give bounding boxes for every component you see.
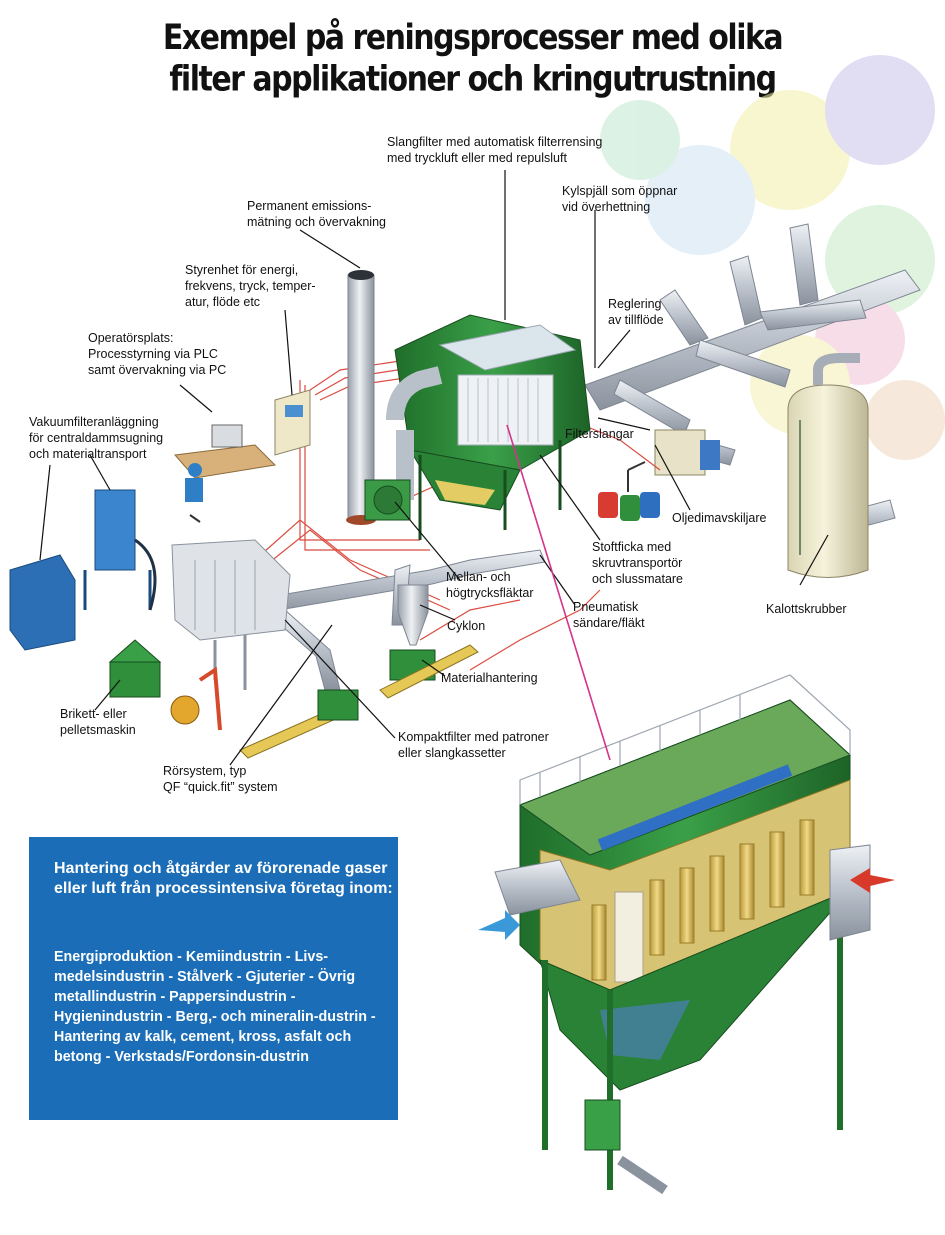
leader-lines — [39, 170, 829, 766]
compact-filter — [171, 539, 359, 721]
barrels — [598, 461, 660, 521]
briquette-machine — [108, 639, 222, 731]
page-title-line2: filter applikationer och kringutrustning — [169, 59, 777, 100]
page-title: Exempel på reningsprocesser med olika fi… — [0, 18, 945, 101]
label-materialhantering: Materialhantering — [441, 671, 538, 685]
label-brikett: Brikett- eller pelletsmaskin — [60, 707, 136, 737]
label-flaktar: Mellan- och högtrycksfläktar — [446, 570, 534, 600]
label-reglering: Reglering av tillflöde — [608, 297, 664, 327]
label-cyklon: Cyklon — [447, 619, 486, 633]
kalottskrubber-tower — [787, 353, 869, 578]
label-filterslangar: Filterslangar — [565, 427, 634, 441]
fan-unit — [364, 479, 411, 521]
label-vakuum: Vakuumfilteranläggning för centraldammsu… — [29, 415, 164, 461]
industry-info-box: Hantering och åtgärder av förorenade gas… — [29, 837, 398, 1120]
label-oljedimavskiljare: Oljedimavskiljare — [672, 511, 767, 525]
label-kalottskrubber: Kalottskrubber — [766, 602, 847, 616]
label-kompaktfilter: Kompaktfilter med patroner eller slangka… — [398, 730, 549, 760]
main-baghouse — [386, 314, 591, 540]
label-slangfilter: Slangfilter med automatisk filterrensing… — [387, 135, 603, 165]
operator-workstation — [174, 424, 277, 523]
cutaway-filter — [478, 674, 895, 1195]
label-kylspjall: Kylspjäll som öppnar vid överhettning — [562, 184, 678, 214]
label-styrenhet: Styrenhet för energi, frekvens, tryck, t… — [185, 263, 316, 309]
vacuum-filter-unit — [9, 489, 157, 651]
info-heading: Hantering och åtgärder av förorenade gas… — [54, 860, 393, 897]
oljedimavskiljare-unit — [654, 429, 720, 476]
emission-stack — [346, 270, 376, 525]
conveyors — [239, 644, 479, 759]
label-operator: Operatörsplats: Processtyrning via PLC s… — [88, 331, 227, 377]
label-rorsystem: Rörsystem, typ QF “quick.fit” system — [163, 764, 278, 794]
detail-connector — [506, 424, 611, 761]
info-body: Energiproduktion - Kemiindustrin - Livs-… — [54, 949, 376, 1065]
label-stoftficka: Stoftficka med skruvtransportör och slus… — [592, 540, 684, 586]
page-title-line1: Exempel på reningsprocesser med olika — [162, 18, 784, 59]
label-pneumatisk: Pneumatisk sändare/fläkt — [573, 600, 645, 630]
control-cabinet — [274, 389, 311, 456]
label-emission: Permanent emissions- mätning och övervak… — [247, 199, 386, 229]
